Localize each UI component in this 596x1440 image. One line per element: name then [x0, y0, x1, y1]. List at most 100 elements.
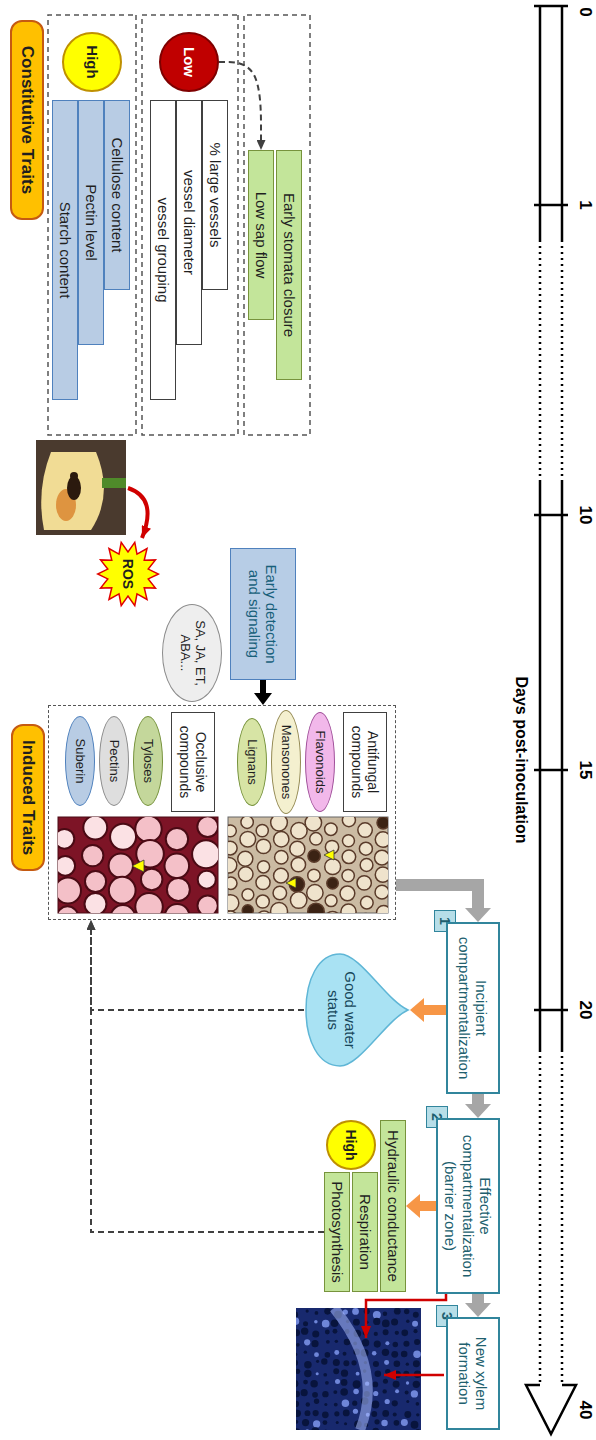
xylem-cell: [322, 1411, 329, 1418]
node-text: % large vessels: [206, 142, 223, 247]
vessel-lumen: [110, 824, 136, 850]
xylem-cell: [401, 1330, 408, 1337]
xylem-cell: [406, 1381, 409, 1384]
xylem-cell: [323, 1373, 327, 1377]
wood-cell: [228, 911, 238, 913]
axis-line: [539, 240, 542, 480]
vessel-lumen: [192, 840, 218, 868]
vessel-lumen: [58, 856, 75, 876]
xylem-cell: [296, 1312, 298, 1318]
trait-frames: [48, 15, 310, 435]
xylem-cell: [353, 1380, 361, 1388]
xylem-cell: [335, 1379, 340, 1384]
panel-heading: Constitutive Traits: [10, 20, 44, 220]
drop-outline: [306, 954, 408, 1066]
xylem-cell: [310, 1380, 317, 1387]
xylem-cell: [374, 1341, 381, 1348]
wood-cell: [256, 895, 269, 908]
xylem-cell: [296, 1329, 300, 1336]
node-text: Good water status: [325, 964, 360, 1056]
micrograph: [296, 1308, 421, 1430]
wood-cell: [291, 823, 307, 839]
vessel-lumen: [110, 905, 135, 913]
wood-cell: [275, 850, 288, 863]
trait-box: Low sap flow: [248, 150, 274, 320]
xylem-cell: [323, 1420, 328, 1425]
node-text: ROS: [120, 559, 136, 589]
occlusive-micrograph: [55, 816, 221, 930]
vessel-lumen: [167, 878, 190, 901]
xylem-cell: [371, 1411, 377, 1417]
level-circle: High: [62, 32, 122, 92]
trait-box: % large vessels: [202, 100, 228, 290]
wood: [41, 452, 104, 530]
xylem-cell: [301, 1327, 308, 1334]
axis-title: Days post-inoculation: [512, 640, 530, 880]
xylem-cell: [411, 1421, 419, 1429]
wood-cell: [257, 861, 269, 873]
xylem-cell: [403, 1341, 409, 1347]
xylem-cell: [316, 1360, 319, 1363]
effect-box: Hydraulic conductance: [380, 1120, 406, 1292]
vessel-lumen: [84, 893, 106, 913]
axis-line: [561, 1050, 564, 1385]
xylem-cell: [312, 1392, 318, 1398]
axis-number: 0: [575, 0, 594, 32]
xylem-cell: [351, 1360, 356, 1365]
wood-cell: [242, 905, 253, 913]
node-text: Pectins: [107, 740, 122, 783]
axis-number: 15: [575, 750, 594, 790]
step-box: New xylem formation: [446, 1317, 500, 1430]
wood-cell: [291, 857, 305, 871]
grey-block-arrow: [396, 885, 478, 908]
node-text: Low sap flow: [252, 192, 269, 279]
vessel-lumen: [83, 817, 107, 840]
xylem-cell: [322, 1391, 328, 1397]
water-drop: Good water status: [304, 950, 410, 1070]
wood-cell: [238, 851, 253, 866]
xylem-cell: [296, 1428, 300, 1430]
wood-cell: [290, 841, 305, 856]
red-pointer-line: [366, 1294, 446, 1338]
trait-box: Cellulose content: [104, 100, 130, 290]
vessel-lumen: [197, 895, 217, 913]
wood-cell: [228, 857, 237, 873]
xylem-cell: [296, 1391, 300, 1397]
wood-cell: [377, 905, 388, 913]
wood-cell: [375, 885, 388, 899]
wood-cell: [342, 869, 354, 881]
vessel-lumen: [109, 853, 133, 877]
dashed-frame: [48, 15, 136, 435]
wood-cell: [308, 869, 320, 881]
wood-cell: [307, 885, 323, 901]
induced-panel: Induced TraitsAntifungal compoundsManson…: [48, 705, 396, 920]
compound-oval: Mansonones: [271, 710, 301, 814]
compound-oval: Pectins: [99, 716, 129, 806]
axis-number: 40: [575, 1390, 594, 1430]
xylem-cell: [306, 1309, 309, 1312]
wood-cell: [375, 867, 388, 882]
xylem-cell: [303, 1321, 308, 1326]
xylem-cell: [415, 1429, 420, 1430]
xylem-cell: [334, 1411, 339, 1416]
xylem-cell: [413, 1381, 420, 1388]
wood-cell: [342, 835, 354, 847]
xylem-cell: [413, 1312, 419, 1318]
node-text: Respiration: [356, 1194, 373, 1270]
xylem-cell: [413, 1360, 420, 1367]
beetle: [70, 472, 78, 480]
xylem-cell: [313, 1420, 320, 1427]
xylem-cell: [412, 1321, 418, 1327]
xylem-cell: [305, 1429, 309, 1430]
vessel-lumen: [165, 904, 190, 913]
node-text: Hydraulic conductance: [384, 1130, 401, 1282]
yellow-pointer: [132, 860, 144, 872]
wood-cell: [342, 850, 356, 864]
xylem-cell: [333, 1329, 338, 1334]
xylem-cell: [301, 1389, 308, 1396]
xylem-cell: [334, 1403, 338, 1407]
axis-line: [539, 1050, 542, 1385]
xylem-cell: [334, 1350, 339, 1355]
xylem-cell: [315, 1311, 319, 1315]
xylem-cell: [416, 1402, 420, 1406]
